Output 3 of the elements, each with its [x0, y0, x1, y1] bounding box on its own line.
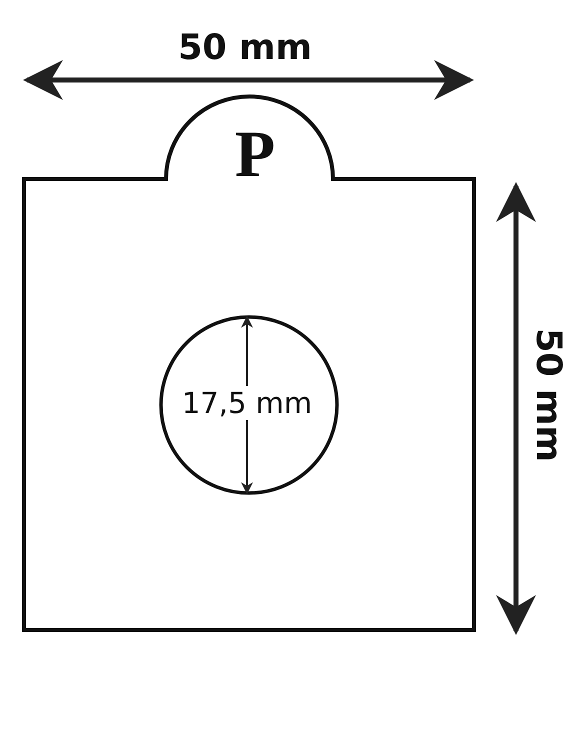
dimension-label: 50 mm	[528, 328, 567, 462]
letter-marking: P	[234, 117, 276, 193]
dimension-label: 50 mm	[178, 28, 312, 68]
